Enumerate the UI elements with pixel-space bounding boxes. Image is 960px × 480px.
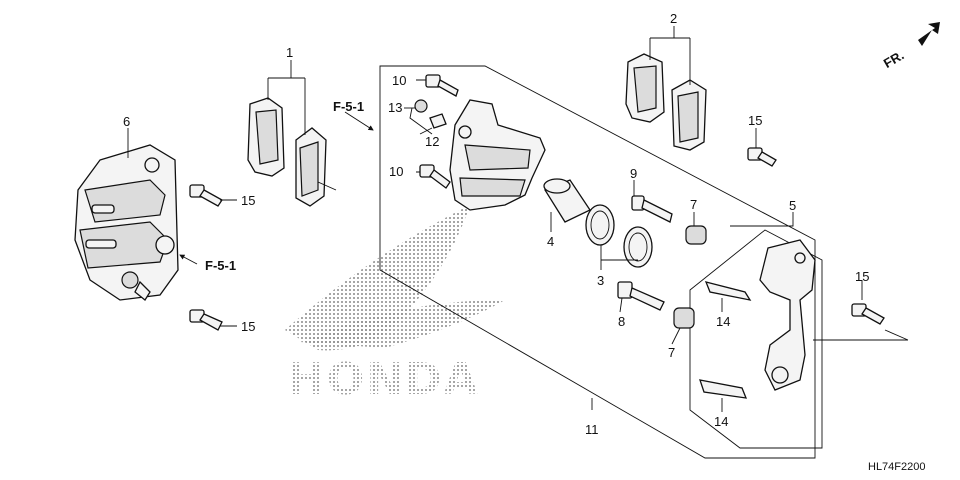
- slide-pin-9: [631, 195, 673, 223]
- callout-2: 2: [670, 11, 677, 26]
- diagram-code: HL74F2200: [868, 461, 926, 473]
- callout-10-lower: 10: [389, 164, 403, 179]
- callout-7-upper: 7: [690, 197, 697, 212]
- callout-15-b: 15: [241, 319, 255, 334]
- callout-4: 4: [547, 234, 554, 249]
- piston-seals: [585, 204, 653, 268]
- boot-7-upper: [685, 225, 707, 245]
- honda-wordmark: HONDA: [288, 354, 480, 405]
- callout-9: 9: [630, 166, 637, 181]
- front-direction-indicator: FR.: [881, 22, 940, 71]
- caliper-body: [74, 144, 179, 301]
- pad-retainer-lower: [699, 379, 748, 399]
- f51-left-arrow: [179, 254, 198, 265]
- callout-14-upper: 14: [716, 314, 730, 329]
- leader-lines: [127, 26, 909, 412]
- bolt-15-d: [851, 303, 885, 325]
- callout-15-d: 15: [855, 269, 869, 284]
- bolt-10-lower: [419, 164, 451, 189]
- slide-pin-8: [617, 281, 665, 311]
- callout-5: 5: [789, 198, 796, 213]
- reference-f51-left: F-5-1: [205, 258, 236, 273]
- callout-1: 1: [286, 45, 293, 60]
- caliper-inner-half: [449, 99, 546, 211]
- callout-15-a: 15: [241, 193, 255, 208]
- callout-labels: 1 2 3 4 5 6 7 7 8 9 10 10 11 12 13 14 14…: [123, 11, 869, 437]
- piston: [543, 178, 591, 223]
- callout-13: 13: [388, 100, 402, 115]
- pad-retainer-upper: [704, 281, 752, 301]
- callout-10-upper: 10: [392, 73, 406, 88]
- honda-wing-watermark: HONDA: [285, 205, 505, 405]
- brake-pad-set-2: [625, 53, 707, 151]
- brake-pad-set-1: [247, 97, 337, 207]
- bolt-15-c: [747, 147, 777, 167]
- boot-7-lower: [673, 307, 695, 329]
- callout-11: 11: [585, 422, 599, 437]
- callout-6: 6: [123, 114, 130, 129]
- bracket-assembly-outline: [689, 229, 823, 449]
- bleeder-screw-12: [429, 113, 447, 129]
- f51-top-arrow: [344, 111, 374, 131]
- reference-f51-top: F-5-1: [333, 99, 364, 114]
- bolt-15-a: [189, 184, 223, 207]
- callout-15-c: 15: [748, 113, 762, 128]
- caliper-assembly-outline: [379, 65, 816, 459]
- callout-8: 8: [618, 314, 625, 329]
- caliper-bracket: [759, 239, 816, 391]
- callout-7-lower: 7: [668, 345, 675, 360]
- callout-14-lower: 14: [714, 414, 728, 429]
- bolt-10-upper: [425, 74, 459, 97]
- callout-3: 3: [597, 273, 604, 288]
- front-direction-label: FR.: [881, 47, 907, 70]
- bleeder-cap-13: [414, 99, 428, 113]
- callout-12: 12: [425, 134, 439, 149]
- bolt-15-b: [189, 309, 223, 331]
